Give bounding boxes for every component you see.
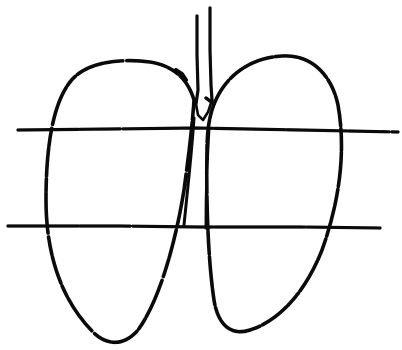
trachea-left-wall (196, 16, 198, 104)
